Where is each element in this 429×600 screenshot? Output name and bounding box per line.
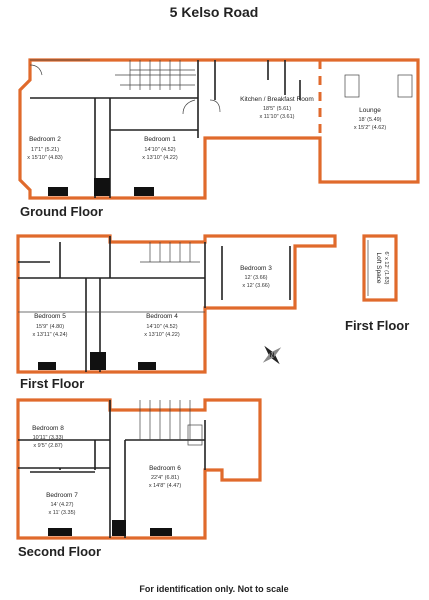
fireplace	[112, 520, 126, 536]
room-dimension: x 13'11" (4.24)	[32, 332, 67, 338]
room-dimension: x 15'10" (4.83)	[27, 155, 63, 161]
room-name: Kitchen / Breakfast Room	[240, 96, 314, 103]
fireplace	[134, 187, 154, 196]
disclaimer: For identification only. Not to scale	[139, 584, 288, 594]
room-name: Bedroom 8	[32, 425, 64, 432]
room-name: Bedroom 4	[146, 313, 178, 320]
loft-plan: Loft Space 6' x 12' (1.83) First Floor	[345, 234, 409, 333]
floor-label: First Floor	[20, 376, 84, 391]
room-dimension: x 12' (3.66)	[242, 283, 270, 289]
fireplace	[48, 187, 68, 196]
compass-rose: N	[262, 345, 282, 365]
room-dimension: 17'1" (5.21)	[31, 147, 59, 153]
room-name: Loft Space	[375, 252, 382, 283]
room-dimension: 18'5" (5.61)	[263, 106, 291, 112]
fireplace	[138, 362, 156, 370]
floor-label: Ground Floor	[20, 204, 103, 219]
page-title: 5 Kelso Road	[170, 4, 259, 20]
room-name: Bedroom 6	[149, 465, 181, 472]
room-dimension: x 13'10" (4.22)	[142, 155, 178, 161]
floor-label: Second Floor	[18, 544, 101, 559]
room-dimension: 10'11" (3.33)	[33, 435, 64, 441]
second-floor-plan: Bedroom 8 10'11" (3.33) x 9'5" (2.87) Be…	[16, 398, 262, 559]
room-dimension: x 9'5" (2.87)	[33, 443, 62, 449]
room-dimension: 6' x 12' (1.83)	[383, 252, 389, 285]
room-name: Bedroom 7	[46, 492, 78, 499]
room-dimension: 14'10" (4.52)	[146, 324, 177, 330]
room-name: Bedroom 1	[144, 136, 176, 143]
room-name: Bedroom 2	[29, 136, 61, 143]
floor-label: First Floor	[345, 318, 409, 333]
compass-north-label: N	[270, 352, 275, 359]
room-dimension: 14'10" (4.52)	[144, 147, 175, 153]
fireplace	[90, 352, 106, 370]
first-floor-plan: Bedroom 5 15'9" (4.80) x 13'11" (4.24) B…	[16, 234, 337, 391]
room-dimension: x 11'10" (3.61)	[259, 114, 294, 120]
fireplace	[38, 362, 56, 370]
room-dimension: x 15'2" (4.62)	[354, 125, 387, 131]
room-dimension: 22'4" (6.81)	[151, 475, 179, 481]
room-dimension: x 13'10" (4.22)	[144, 332, 180, 338]
room-dimension: 12' (3.66)	[244, 275, 267, 281]
room-name: Bedroom 3	[240, 265, 272, 272]
fireplace	[94, 178, 110, 196]
room-dimension: 18' (5.49)	[358, 117, 381, 123]
room-dimension: x 11' (3.35)	[49, 510, 76, 516]
room-dimension: 15'9" (4.80)	[36, 324, 64, 330]
fireplace	[150, 528, 172, 536]
fireplace	[48, 528, 72, 536]
room-name: Bedroom 5	[34, 313, 66, 320]
room-dimension: 14' (4.27)	[50, 502, 73, 508]
room-name: Lounge	[359, 107, 381, 114]
room-dimension: x 14'8" (4.47)	[149, 483, 182, 489]
ground-floor-plan: Bedroom 2 17'1" (5.21) x 15'10" (4.83) B…	[18, 58, 420, 219]
